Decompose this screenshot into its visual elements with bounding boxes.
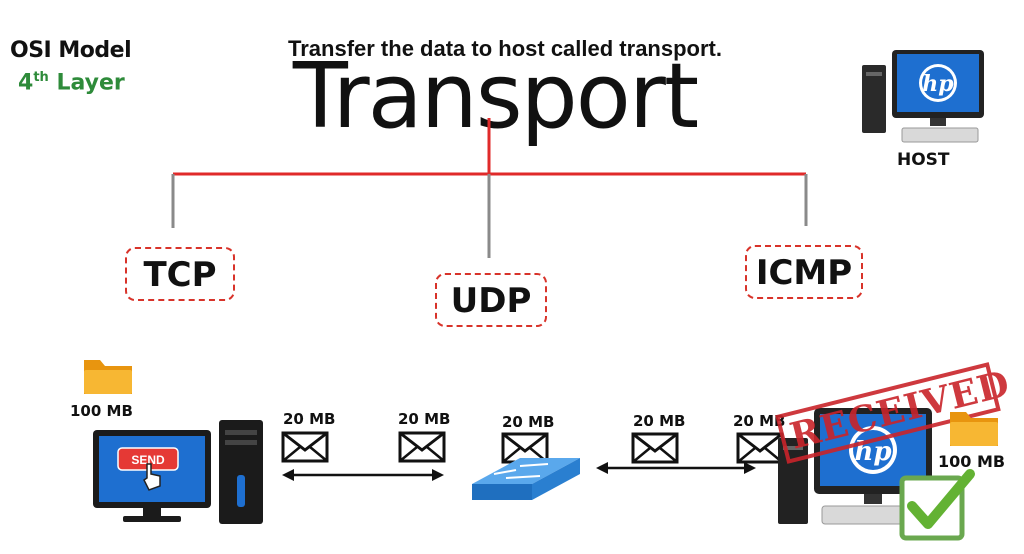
- packet-size-1: 20 MB: [283, 410, 336, 428]
- protocol-tcp: TCP: [125, 247, 235, 301]
- packet-size-3: 20 MB: [502, 413, 555, 431]
- arrow-left-segment: [282, 469, 444, 481]
- checkmark-icon: [899, 469, 975, 541]
- envelope-icon: [398, 431, 446, 463]
- hand-cursor-icon: [143, 463, 161, 491]
- host-label: HOST: [897, 150, 950, 170]
- layer-label: 4th Layer: [18, 70, 125, 95]
- subtitle: Transfer the data to host called transpo…: [288, 36, 722, 61]
- page-title: Transport: [292, 44, 699, 149]
- host-computer-icon: hp: [862, 50, 984, 143]
- osi-model-title: OSI Model: [10, 38, 132, 63]
- packet-size-2: 20 MB: [398, 410, 451, 428]
- receiver-file-size: 100 MB: [938, 452, 1006, 471]
- envelope-icon: [631, 432, 679, 464]
- layer-suffix: th: [33, 70, 49, 85]
- folder-icon: [84, 360, 132, 394]
- receiver-computer-icon: hp: [778, 408, 932, 525]
- network-switch-icon: [472, 458, 580, 500]
- layer-number: 4: [18, 70, 34, 96]
- protocol-udp: UDP: [435, 273, 547, 327]
- packet-size-4: 20 MB: [633, 412, 686, 430]
- sender-file-size: 100 MB: [70, 402, 133, 420]
- receiver-logo: hp: [854, 437, 891, 467]
- send-button-label: SEND: [131, 453, 165, 467]
- host-logo: hp: [922, 71, 954, 97]
- protocol-icmp: ICMP: [745, 245, 863, 299]
- folder-icon: [950, 412, 998, 446]
- envelope-icon: [281, 431, 329, 463]
- arrow-right-segment: [596, 462, 756, 474]
- envelope-icon: [501, 432, 549, 464]
- send-button[interactable]: SEND: [117, 447, 179, 473]
- packet-size-5: 20 MB: [733, 412, 786, 430]
- layer-word: Layer: [56, 70, 125, 96]
- envelope-icon: [736, 432, 784, 464]
